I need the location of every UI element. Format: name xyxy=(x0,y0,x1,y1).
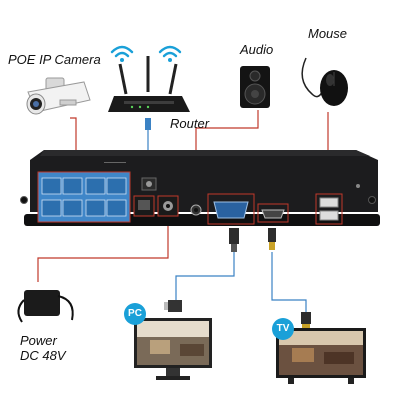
tv-icon xyxy=(276,328,366,384)
audio-port xyxy=(190,204,202,216)
power-label-line1: Power xyxy=(20,333,57,348)
wifi-icon-right xyxy=(158,45,182,62)
poe-camera-icon xyxy=(26,77,91,115)
poe-camera-label: POE IP Camera xyxy=(8,52,101,67)
connection-lines xyxy=(37,110,329,314)
power-label-line2: DC 48V xyxy=(20,348,66,363)
vga-plug-icon xyxy=(164,300,182,312)
usb-ports xyxy=(315,193,343,225)
mouse-label: Mouse xyxy=(308,26,348,41)
audio-label: Audio xyxy=(240,42,274,57)
vga-cable-plug xyxy=(229,228,239,252)
wifi-icon-left xyxy=(110,45,134,62)
power-switch xyxy=(141,177,157,191)
poe-ports xyxy=(37,171,131,223)
router-ethernet-cable xyxy=(145,118,151,130)
power-adapter-icon xyxy=(17,290,74,323)
router-icon xyxy=(108,56,190,112)
dc-power-port xyxy=(157,195,179,217)
vga-connector-line xyxy=(175,252,235,300)
hdmi-plug-icon xyxy=(301,312,311,328)
mouse-icon xyxy=(301,57,348,106)
hdmi-cable-plug xyxy=(268,228,276,250)
tv-badge: TV xyxy=(272,318,294,340)
hdmi-connector-line xyxy=(271,252,307,314)
power-label: Power DC 48V xyxy=(20,333,66,363)
power-connector-line xyxy=(37,222,169,282)
speaker-icon xyxy=(240,66,270,108)
vga-port xyxy=(207,193,255,225)
lan-port xyxy=(133,195,155,217)
router-label: Router xyxy=(170,116,210,131)
pc-monitor-icon xyxy=(134,318,212,380)
pc-badge: PC xyxy=(124,303,146,325)
hdmi-port xyxy=(257,203,289,223)
